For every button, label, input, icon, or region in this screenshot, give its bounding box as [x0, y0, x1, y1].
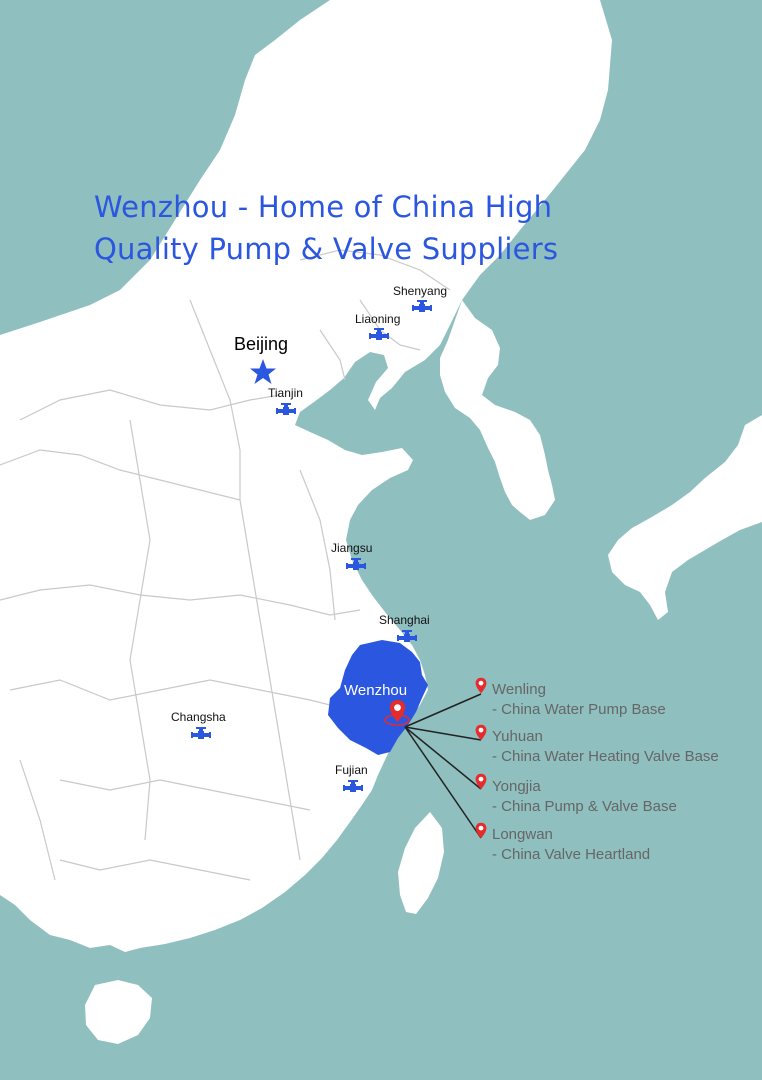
- base-description: - China Pump & Valve Base: [492, 798, 677, 815]
- hainan-island: [85, 980, 152, 1044]
- star-icon: [250, 359, 276, 384]
- valve-icon: [346, 558, 366, 570]
- mainland-landmass: [0, 0, 612, 952]
- base-name: Yuhuan: [492, 728, 543, 745]
- base-description: - China Water Heating Valve Base: [492, 748, 719, 765]
- capital-label: Beijing: [234, 334, 289, 354]
- city-label-jiangsu: Jiangsu: [331, 541, 373, 555]
- base-entry-yongjia: Yongjia - China Pump & Valve Base: [492, 777, 677, 817]
- valve-icon: [343, 780, 363, 792]
- title-line-2: Quality Pump & Valve Suppliers: [94, 232, 559, 266]
- wenzhou-label: Wenzhou: [344, 682, 408, 699]
- valve-icon: [397, 630, 417, 642]
- korea-peninsula: [440, 300, 555, 520]
- map-title: Wenzhou - Home of China High Quality Pum…: [94, 186, 574, 270]
- title-line-1: Wenzhou - Home of China High: [94, 190, 553, 224]
- city-label-shenyang: Shenyang: [393, 284, 448, 298]
- base-name: Longwan: [492, 826, 553, 843]
- base-description: - China Water Pump Base: [492, 701, 666, 718]
- base-description: - China Valve Heartland: [492, 846, 651, 863]
- base-entry-wenling: Wenling - China Water Pump Base: [492, 680, 666, 720]
- city-label-tianjin: Tianjin: [268, 386, 303, 400]
- base-entry-yuhuan: Yuhuan - China Water Heating Valve Base: [492, 727, 719, 767]
- city-label-fujian: Fujian: [335, 763, 368, 777]
- city-label-shanghai: Shanghai: [379, 613, 430, 627]
- valve-icon: [369, 328, 389, 340]
- city-label-liaoning: Liaoning: [355, 312, 401, 326]
- valve-icon: [276, 403, 296, 415]
- base-name: Wenling: [492, 681, 546, 698]
- base-name: Yongjia: [492, 778, 541, 795]
- province-borders: [0, 249, 451, 881]
- valve-icon: [191, 727, 211, 739]
- wenzhou-region: [328, 640, 428, 755]
- base-entry-longwan: Longwan - China Valve Heartland: [492, 825, 650, 865]
- japan-islands: [608, 415, 762, 620]
- city-label-changsha: Changsha: [171, 710, 226, 724]
- valve-icon: [412, 300, 432, 312]
